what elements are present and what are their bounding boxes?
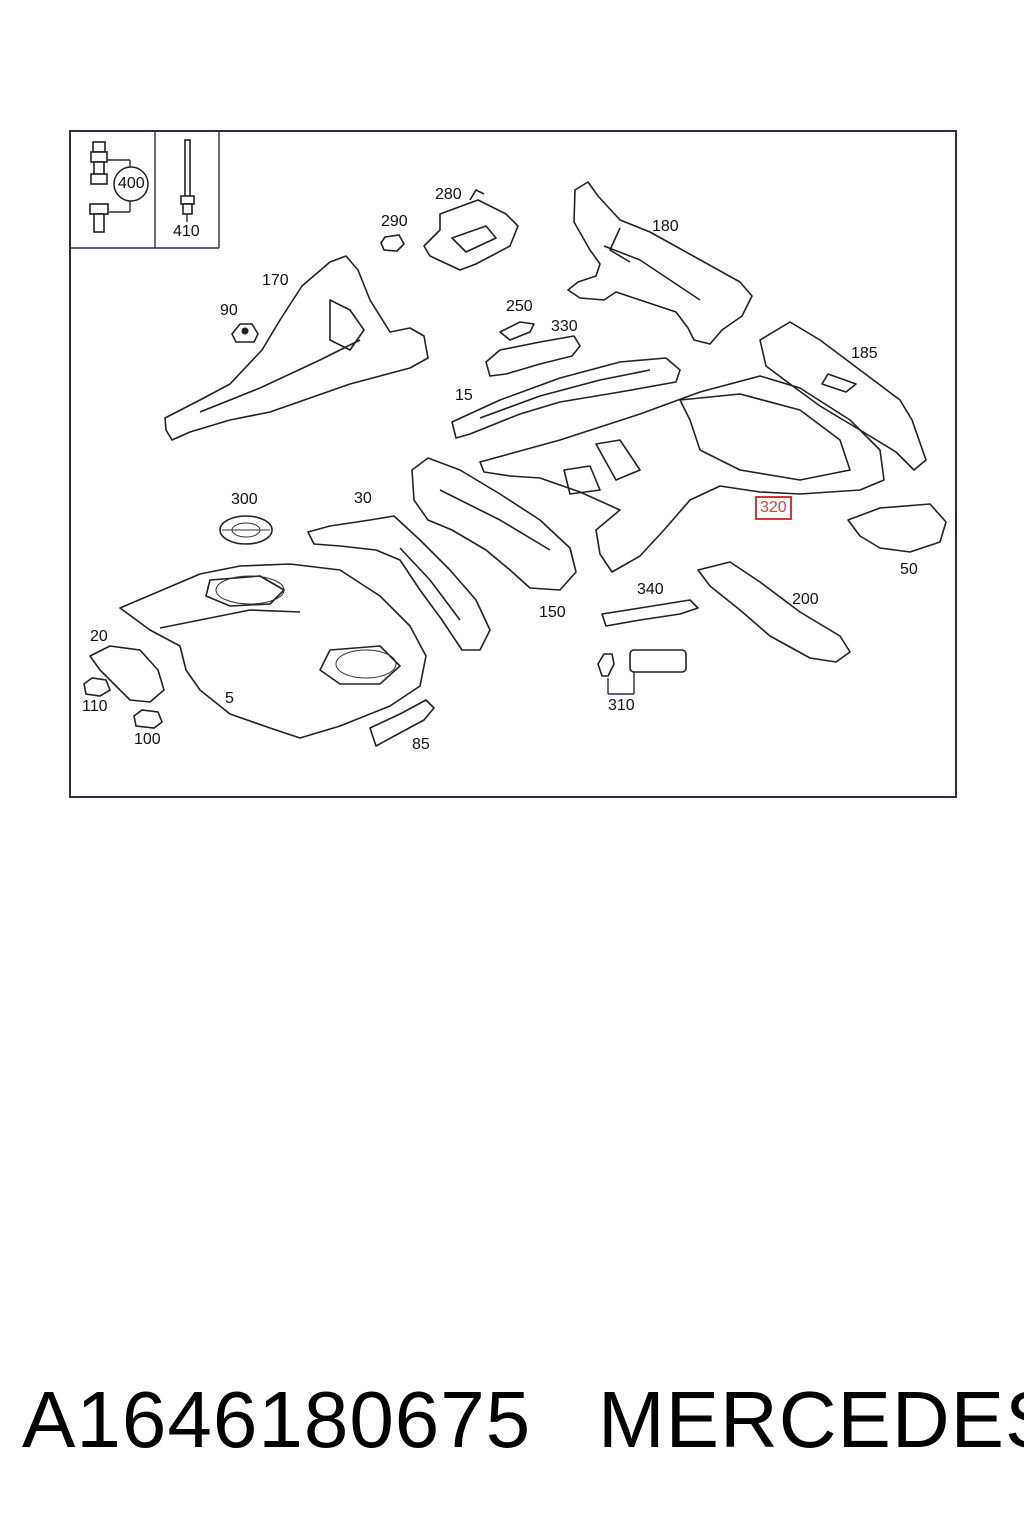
callout-5[interactable]: 5 (225, 690, 234, 707)
callout-280[interactable]: 280 (435, 186, 462, 203)
strip-85-drawing (369, 699, 435, 747)
callout-200[interactable]: 200 (792, 591, 819, 608)
callout-30[interactable]: 30 (354, 490, 372, 507)
callout-290[interactable]: 290 (381, 213, 408, 230)
sill-15-drawing (451, 357, 681, 439)
callout-185[interactable]: 185 (851, 345, 878, 362)
part-number-text: A1646180675 (22, 1375, 532, 1464)
callout-90[interactable]: 90 (220, 302, 238, 319)
member-150-drawing (411, 457, 577, 591)
side-member-170-drawing (164, 255, 429, 441)
brand-text: MERCEDES (598, 1375, 1024, 1464)
nut-290-drawing (380, 234, 405, 252)
fastener-inset-box (69, 130, 220, 249)
parts-diagram-frame (69, 130, 957, 798)
callout-110[interactable]: 110 (82, 698, 108, 715)
callout-50[interactable]: 50 (900, 561, 918, 578)
callout-150[interactable]: 150 (539, 604, 566, 621)
bracket-20-drawing (89, 645, 165, 703)
callout-170[interactable]: 170 (262, 272, 289, 289)
callout-85[interactable]: 85 (412, 736, 430, 753)
grommet-300-drawing (219, 515, 273, 545)
callout-15[interactable]: 15 (455, 387, 473, 404)
bolt-400-drawing (89, 141, 149, 233)
bracket-280-drawing (423, 189, 519, 271)
member-330-drawing (485, 335, 581, 377)
callout-20[interactable]: 20 (90, 628, 108, 645)
callout-340[interactable]: 340 (637, 581, 664, 598)
nut-110-drawing (83, 677, 111, 697)
callout-320-highlighted[interactable]: 320 (755, 496, 792, 520)
callout-180[interactable]: 180 (652, 218, 679, 235)
clip-310-drawing (597, 649, 687, 695)
floor-panel-320-drawing (479, 375, 885, 573)
floor-5-drawing (119, 563, 427, 739)
rear-rail-30-drawing (307, 515, 491, 651)
rail-180-drawing (567, 181, 753, 345)
bolt-410-drawing (180, 139, 195, 222)
callout-100[interactable]: 100 (134, 731, 161, 748)
panel-50-drawing (847, 503, 947, 553)
callout-310[interactable]: 310 (608, 697, 635, 714)
channel-200-drawing (697, 561, 851, 663)
callout-410[interactable]: 410 (173, 223, 200, 240)
callout-300[interactable]: 300 (231, 491, 258, 508)
nut-100-drawing (133, 709, 163, 729)
callout-250[interactable]: 250 (506, 298, 533, 315)
callout-330[interactable]: 330 (551, 318, 578, 335)
bracket-250-drawing (499, 321, 535, 341)
callout-400[interactable]: 400 (118, 175, 145, 192)
strip-340-drawing (601, 599, 699, 627)
crossmember-185-drawing (759, 321, 927, 471)
